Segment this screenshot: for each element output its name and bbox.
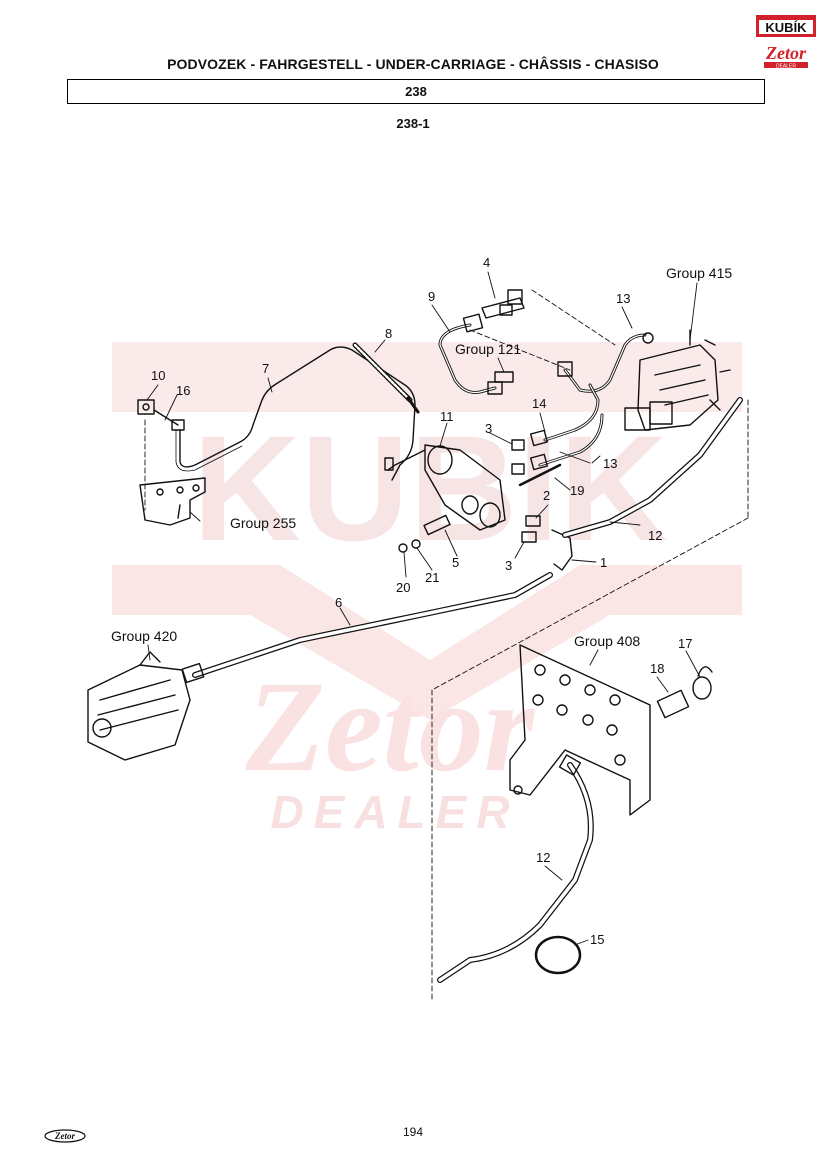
callout-6: 6	[335, 595, 342, 610]
page-number: 194	[402, 1125, 424, 1139]
callout-15: 15	[590, 932, 604, 947]
callouts: 4 9 8 7 10 16 11 3 14 13 19 2 3 1 5 21 2…	[111, 255, 732, 947]
fitting-3-lower	[521, 531, 537, 543]
callout-8: 8	[385, 326, 392, 341]
subgroup-number: 238-1	[396, 116, 430, 131]
callout-4: 4	[483, 255, 490, 270]
callout-12-upper: 12	[648, 528, 662, 543]
tee-fitting-4	[481, 289, 525, 319]
callout-1: 1	[600, 555, 607, 570]
callout-18: 18	[650, 661, 664, 676]
callout-14: 14	[532, 396, 546, 411]
pump-group-420	[87, 651, 191, 761]
watermark-zetor: Zetor	[245, 655, 536, 799]
group-number-box: 238	[67, 79, 765, 104]
bracket-group-255	[139, 477, 206, 526]
callout-20: 20	[396, 580, 410, 595]
label-group-408: Group 408	[574, 633, 640, 649]
washer-21	[411, 539, 421, 549]
callout-19: 19	[570, 483, 584, 498]
label-group-121: Group 121	[455, 341, 521, 357]
callout-17: 17	[678, 636, 692, 651]
logo-zetor: Zetor	[765, 43, 807, 63]
callout-13-upper: 13	[616, 291, 630, 306]
bolt-19	[518, 463, 562, 487]
callout-16: 16	[176, 383, 190, 398]
callout-7: 7	[262, 361, 269, 376]
pipe-7	[179, 346, 416, 481]
watermark-text: KUBIK	[193, 404, 668, 572]
nut-20	[398, 543, 408, 553]
plate-group-408	[509, 644, 651, 816]
dashed-reference-lines	[144, 289, 749, 1001]
pin-5	[423, 514, 451, 536]
coupler-18	[656, 689, 690, 719]
callout-2: 2	[543, 488, 550, 503]
page-title: PODVOZEK - FAHRGESTELL - UNDER-CARRIAGE …	[167, 56, 659, 72]
footer-brand: Zetor	[54, 1131, 75, 1141]
watermark: KUBIK Zetor DEALER	[112, 342, 742, 838]
logo-dealer: DEALER	[776, 64, 796, 70]
callout-12-lower: 12	[536, 850, 550, 865]
logo-brand: KUBÍK	[765, 20, 807, 35]
callout-5: 5	[452, 555, 459, 570]
label-group-415: Group 415	[666, 265, 732, 281]
cylinder-11	[384, 444, 506, 531]
callout-3-lower: 3	[505, 558, 512, 573]
fitting-3-upper	[511, 439, 525, 475]
callout-11: 11	[440, 409, 454, 424]
zetor-footer-logo: Zetor	[44, 1129, 86, 1143]
callout-21: 21	[425, 570, 439, 585]
watermark-dealer: DEALER	[270, 786, 519, 838]
label-group-255: Group 255	[230, 515, 296, 531]
kubik-zetor-logo: KUBÍK Zetor DEALER	[756, 15, 816, 70]
fitting-2	[525, 515, 541, 527]
callout-10: 10	[151, 368, 165, 383]
leader-lines	[146, 271, 701, 946]
clamp-15	[534, 935, 582, 975]
dust-cap-17	[692, 666, 713, 700]
callout-3-upper: 3	[485, 421, 492, 436]
callout-9: 9	[428, 289, 435, 304]
label-group-420: Group 420	[111, 628, 177, 644]
callout-13-lower: 13	[603, 456, 617, 471]
